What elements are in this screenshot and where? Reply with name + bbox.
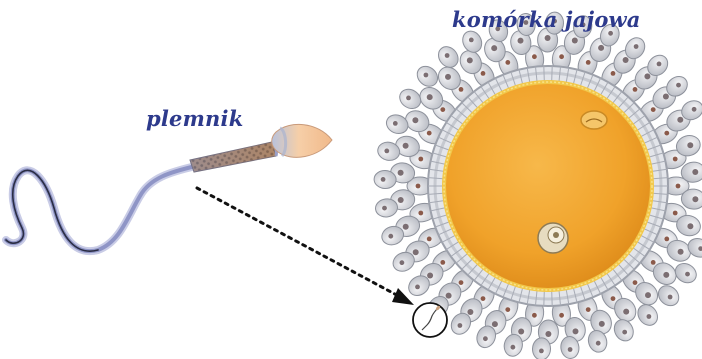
egg-cell-label: komórka jajowa	[452, 7, 641, 32]
polar-body	[581, 111, 607, 129]
follicle-cell	[611, 316, 637, 344]
follicle-cell	[532, 338, 551, 359]
follicle-cell	[672, 260, 700, 287]
follicle-cell	[374, 170, 397, 189]
egg-nucleus	[538, 223, 568, 253]
sperm-cell	[6, 124, 332, 251]
sperm-tail	[6, 166, 196, 251]
follicle-cell	[634, 301, 662, 329]
scaled-sperm-circle	[413, 303, 447, 337]
sperm-label: plemnik	[146, 106, 243, 131]
follicle-cell	[654, 282, 682, 310]
follicle-cell	[413, 62, 441, 90]
follicle-cell	[434, 43, 462, 71]
egg-cytoplasm	[444, 82, 652, 290]
follicle-cell	[396, 85, 424, 112]
